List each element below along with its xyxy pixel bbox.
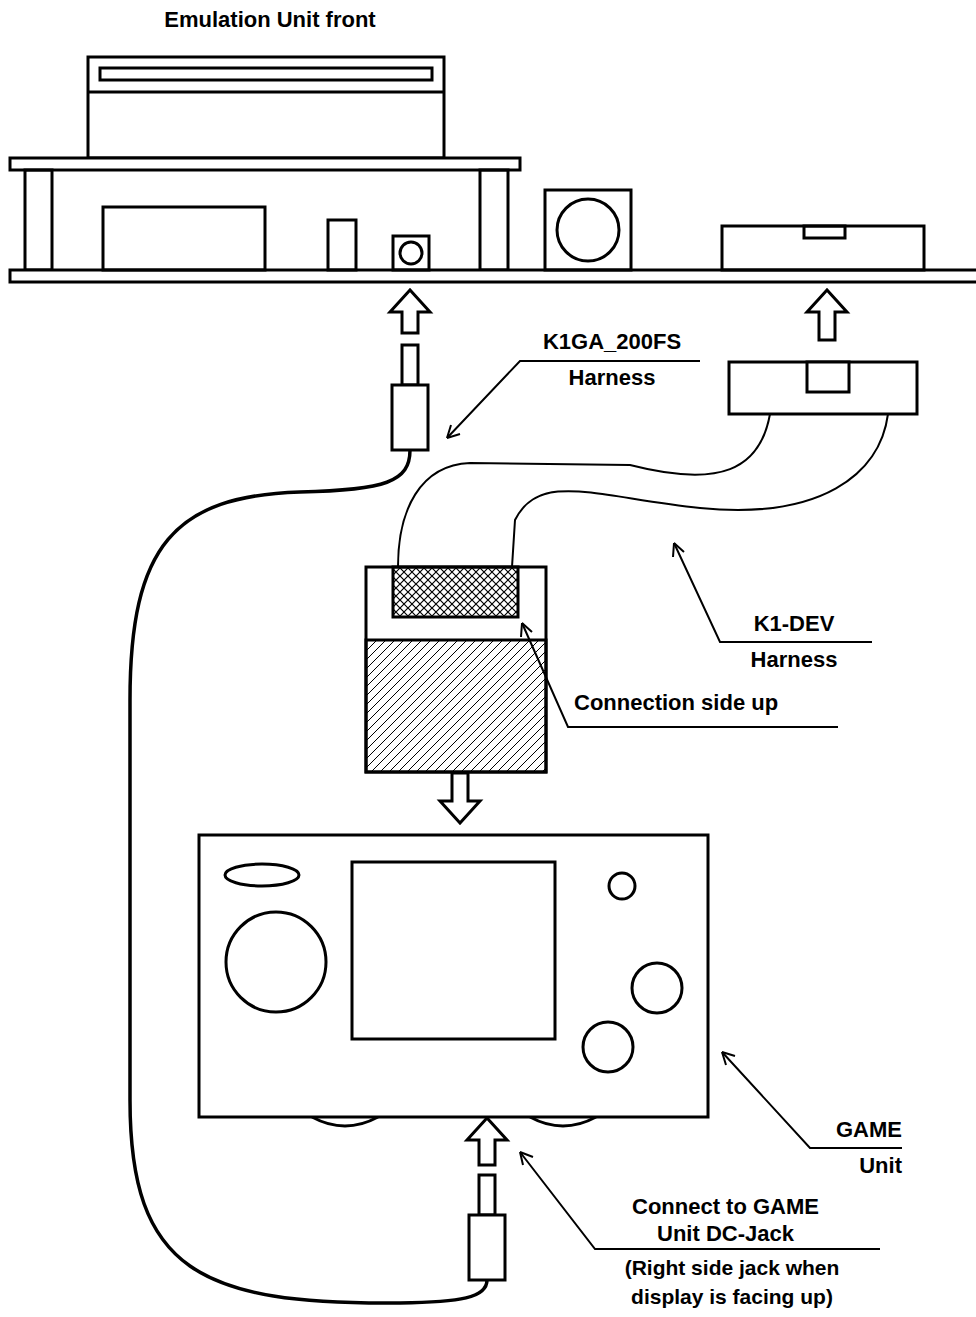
dev-cartridge <box>366 567 546 772</box>
dev-cartridge-part <box>393 567 518 617</box>
unit-heading: Emulation Unit front <box>90 6 450 34</box>
ribbon-harness-part <box>807 362 849 392</box>
emulation-unit-part <box>480 170 508 270</box>
connection-note: Connect to GAME Unit DC-Jack <box>618 1193 833 1247</box>
dev-cartridge-part <box>366 567 546 772</box>
ribbon-harness <box>398 362 917 567</box>
orientation-note: Connection side up <box>574 688 844 718</box>
leader-lines <box>447 361 902 1249</box>
unit-outline: Emulation Unit front <box>10 6 976 284</box>
ribbon-harness-part <box>729 362 917 414</box>
game-unit-part <box>199 835 708 1117</box>
power-harness-part <box>402 345 418 385</box>
emulation-unit-part <box>400 242 422 264</box>
ribbon-harness-part <box>512 414 888 567</box>
harness-label: K1GA_200FS Harness <box>522 324 702 396</box>
unit-label: GAME Unit <box>796 1112 902 1184</box>
emulation-unit-part <box>88 91 444 94</box>
power-harness-part <box>479 1175 495 1215</box>
direction-arrows-part <box>390 290 430 333</box>
game-unit-part <box>226 912 326 1012</box>
ribbon-harness-part <box>398 414 770 567</box>
leader-lines-part <box>673 543 684 557</box>
power-harness-part <box>469 1215 505 1280</box>
game-unit-part <box>609 873 635 899</box>
game-unit-part <box>352 862 555 1039</box>
game-unit-part <box>632 963 682 1013</box>
direction-arrows-part <box>807 290 847 340</box>
leader-lines-part <box>722 1052 735 1065</box>
game-unit <box>199 835 708 1126</box>
emulation-unit-part <box>722 226 924 270</box>
leader-lines-part <box>520 1152 880 1249</box>
direction-arrows-part <box>440 773 480 823</box>
emulation-unit-part <box>10 270 976 282</box>
emulation-unit <box>10 57 976 282</box>
emulation-unit-part <box>10 158 520 170</box>
emulation-unit-part <box>545 190 631 270</box>
emulation-unit-part <box>328 220 356 270</box>
emulation-unit-part <box>103 207 265 270</box>
leader-lines-part <box>447 425 460 438</box>
power-harness-part <box>392 385 428 450</box>
emulation-unit-part <box>88 57 444 158</box>
direction-arrows-part <box>467 1118 507 1165</box>
dev-cartridge-part <box>366 640 546 772</box>
game-unit-part <box>583 1022 633 1072</box>
emulation-unit-part <box>393 236 429 270</box>
emulation-unit-part <box>100 68 432 80</box>
leader-lines-part <box>521 623 532 637</box>
harness-label: K1-DEV Harness <box>712 606 876 678</box>
game-unit-part <box>225 864 299 886</box>
emulation-unit-part <box>557 199 619 261</box>
emulation-unit-part <box>804 226 845 238</box>
leader-lines-part <box>520 1152 533 1165</box>
power-harness <box>130 345 505 1303</box>
connection-note: (Right side jack when display is facing … <box>596 1253 868 1311</box>
emulation-unit-part <box>25 170 52 270</box>
